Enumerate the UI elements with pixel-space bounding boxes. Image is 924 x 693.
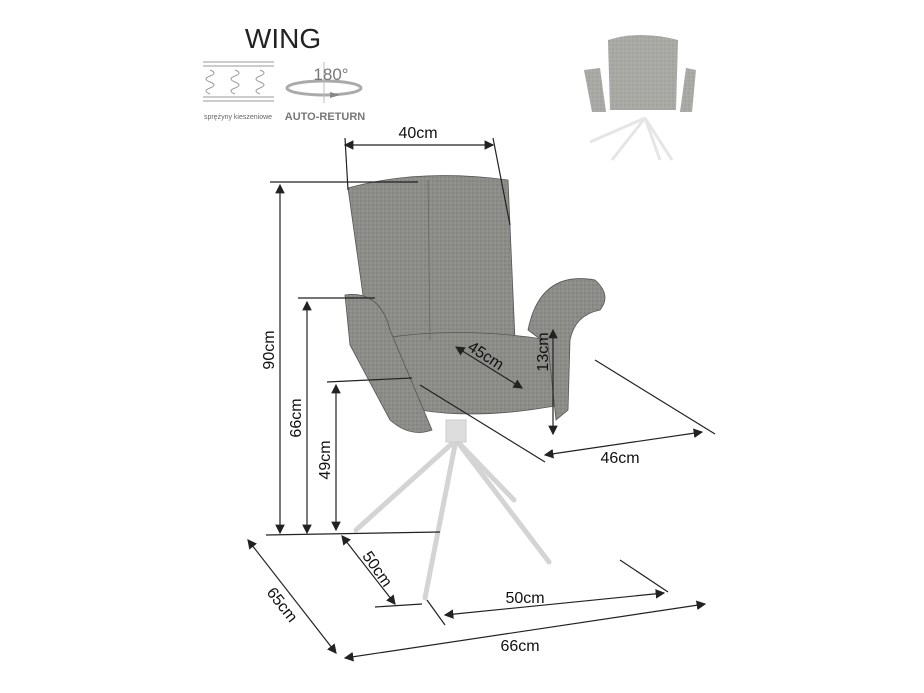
chair-base <box>353 419 552 601</box>
dim-seat-width: 46cm <box>600 450 639 467</box>
rotation-icon <box>285 62 363 103</box>
dim-base-width: 50cm <box>505 590 544 607</box>
springs-label: sprężyny kieszeniowe <box>204 114 272 121</box>
chair-back-view <box>584 35 696 161</box>
dim-backrest-width: 40cm <box>398 125 437 142</box>
product-title: WING <box>245 23 321 54</box>
dim-total-depth: 65cm <box>263 585 300 626</box>
pocket-springs-icon <box>203 61 274 102</box>
dim-total-height: 90cm <box>261 330 278 369</box>
dimension-lines <box>247 137 716 662</box>
chair-body <box>344 175 606 433</box>
auto-return-label: AUTO-RETURN <box>285 111 366 123</box>
dim-armrest-height: 66cm <box>288 398 305 437</box>
rotation-degrees: 180° <box>313 65 348 84</box>
dim-total-width: 66cm <box>500 638 539 655</box>
dim-armrest-above-seat: 13cm <box>535 332 552 371</box>
dim-base-depth: 50cm <box>359 549 395 591</box>
dim-seat-height: 49cm <box>317 440 334 479</box>
